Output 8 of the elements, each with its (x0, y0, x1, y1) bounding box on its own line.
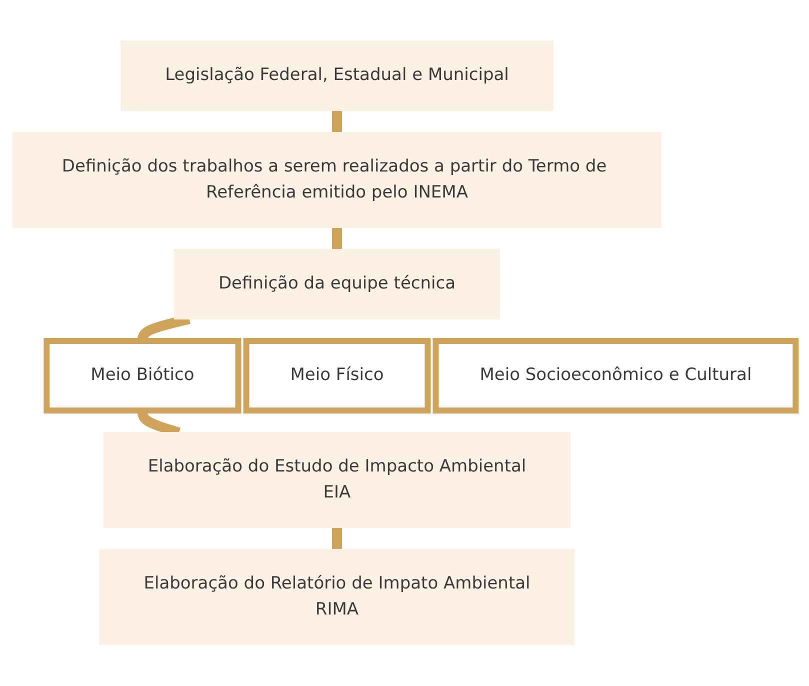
node-box: Elaboração do Relatório de Impato Ambiental RIMA (99, 549, 575, 646)
node-box: Meio Físico (243, 338, 431, 414)
node-box: Elaboração do Estudo de Impacto Ambiental EIA (104, 432, 571, 528)
node-box: Legislação Federal, Estadual e Municipal (120, 40, 554, 112)
node-box: Meio Biótico (44, 338, 242, 414)
node-box: Definição da equipe técnica (174, 249, 500, 320)
node-box: Definição dos trabalhos a serem realizados a partir do Termo de Referência emitido pelo INEMA (12, 132, 662, 228)
node-box: Meio Socioeconômico e Cultural (432, 338, 799, 414)
